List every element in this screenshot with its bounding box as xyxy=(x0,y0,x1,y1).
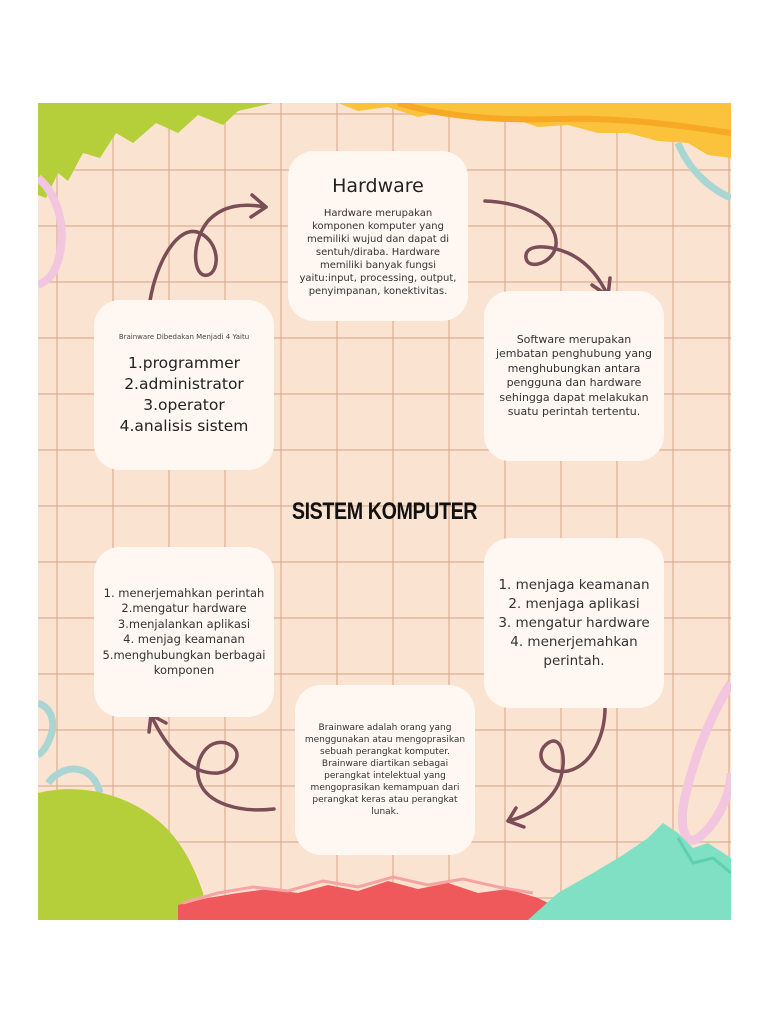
task-item: 3.menjalankan aplikasi xyxy=(117,616,251,631)
task-item: perintah. xyxy=(543,652,605,669)
poster: Hardware Hardware merupakan komponen kom… xyxy=(38,103,731,920)
brainware-roles-subtitle: Brainware Dibedakan Menjadi 4 Yaitu xyxy=(118,333,250,341)
yellow-shape-top-right xyxy=(338,103,731,158)
task-item: 1. menjaga keamanan xyxy=(498,576,650,593)
software-card: Software merupakan jembatan penghubung y… xyxy=(484,291,664,461)
decor-shapes xyxy=(38,103,731,920)
task-item: 5.menghubungkan berbagai xyxy=(102,647,266,662)
brainware-roles-card: Brainware Dibedakan Menjadi 4 Yaitu 1.pr… xyxy=(94,300,274,470)
green-shape-top-left xyxy=(38,103,273,198)
task-item: 4. menjag keamanan xyxy=(123,632,245,646)
mint-shape-bottom-right xyxy=(528,823,731,920)
task-item: 4. menerjemahkan xyxy=(510,633,638,650)
brainware-role-item: 2.administrator xyxy=(124,375,244,393)
brainware-role-item: 3.operator xyxy=(143,396,225,414)
task-item: 3. mengatur hardware xyxy=(498,614,650,631)
curly-arrow-right-bottom xyxy=(506,701,607,829)
tasks-left-card: 1. menerjemahkan perintah 2.mengatur har… xyxy=(94,547,274,717)
brainware-roles-list: 1.programmer 2.administrator 3.operator … xyxy=(120,353,249,437)
hardware-card: Hardware Hardware merupakan komponen kom… xyxy=(288,151,468,321)
tasks-left-list: 1. menerjemahkan perintah 2.mengatur har… xyxy=(102,586,265,679)
software-description: Software merupakan jembatan penghubung y… xyxy=(495,332,653,419)
curly-arrow-right-top xyxy=(483,199,612,298)
teal-arc-left xyxy=(38,699,57,759)
brainware-role-item: 1.programmer xyxy=(128,354,240,372)
teal-line-top-right xyxy=(674,141,731,202)
pink-line-left xyxy=(38,174,66,289)
green-shape-bottom-left xyxy=(38,789,208,920)
tasks-right-list: 1. menjaga keamanan 2. menjaga aplikasi … xyxy=(498,576,649,671)
brainware-definition-card: Brainware adalah orang yang menggunakan … xyxy=(295,685,475,855)
task-item: komponen xyxy=(153,663,215,677)
hardware-description: Hardware merupakan komponen komputer yan… xyxy=(299,207,457,297)
task-item: 1. menerjemahkan perintah xyxy=(103,585,265,600)
diagram-title: SISTEM KOMPUTER xyxy=(291,498,478,525)
pink-scribble-right xyxy=(677,680,731,845)
tasks-right-card: 1. menjaga keamanan 2. menjaga aplikasi … xyxy=(484,538,664,708)
hardware-title: Hardware xyxy=(332,174,424,197)
task-item: 2. menjaga aplikasi xyxy=(508,595,640,612)
curly-arrow-left-bottom xyxy=(147,713,276,812)
brainware-description: Brainware adalah orang yang menggunakan … xyxy=(304,723,466,817)
brainware-role-item: 4.analisis sistem xyxy=(119,417,249,435)
curly-arrow-left-top xyxy=(148,193,268,303)
task-item: 2.mengatur hardware xyxy=(121,601,247,615)
